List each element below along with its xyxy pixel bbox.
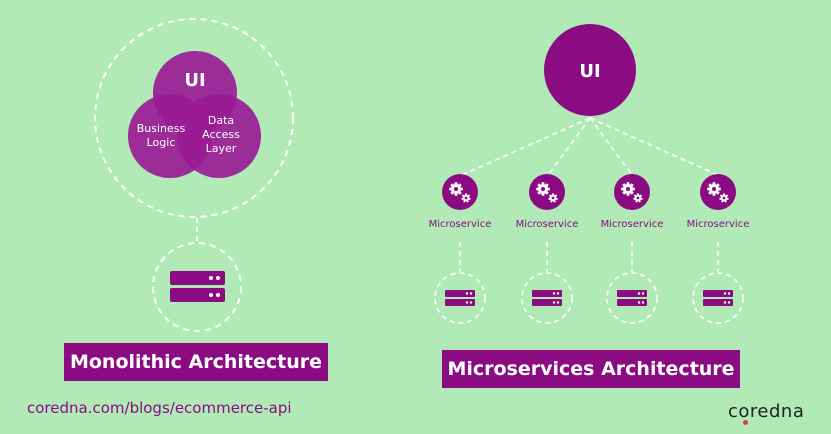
server-icon	[703, 290, 733, 306]
monolith-business-label-line2: Logic	[147, 136, 176, 149]
micro-connector-lines	[461, 117, 719, 176]
footer-url: coredna.com/blogs/ecommerce-api	[27, 399, 292, 417]
microservice-database-circle	[521, 272, 573, 324]
server-icon	[532, 290, 562, 306]
server-icon	[445, 290, 475, 306]
monolith-data-label-line1: Data	[208, 114, 234, 127]
microservice-label: Microservice	[429, 219, 492, 230]
microservice-label: Microservice	[687, 219, 750, 230]
microservice-node: Microservice	[516, 174, 579, 324]
micro-ui-label: UI	[579, 61, 600, 82]
monolith-data-label-line3: Layer	[206, 142, 237, 155]
microservices-architecture-title: Microservices Architecture	[442, 350, 740, 388]
microservice-node: Microservice	[687, 174, 750, 324]
gears-icon	[707, 182, 729, 203]
monolith-data-label-line2: Access	[202, 128, 240, 141]
logo-part2-with-dot: o	[738, 401, 750, 425]
micro-ui-circle	[544, 24, 636, 116]
gears-icon	[449, 182, 471, 203]
microservice-label: Microservice	[516, 219, 579, 230]
microservice-node: Microservice	[429, 174, 492, 324]
monolithic-architecture-title: Monolithic Architecture	[64, 343, 328, 381]
microservice-database-circle	[606, 272, 658, 324]
gears-icon	[621, 182, 643, 203]
monolith-boundary-circle	[94, 18, 294, 218]
monolith-business-label-line1: Business	[137, 122, 186, 135]
monolith-server-icon	[170, 271, 225, 302]
microservice-database-circle	[434, 272, 486, 324]
logo-red-dot	[743, 420, 749, 425]
monolith-data-circle	[177, 94, 261, 178]
microservice-node: Microservice	[601, 174, 664, 324]
logo-part3: redna	[749, 401, 805, 422]
monolith-ui-label: UI	[184, 70, 205, 91]
microservice-label: Microservice	[601, 219, 664, 230]
microservice-database-circle	[692, 272, 744, 324]
logo-part1: c	[728, 401, 739, 422]
server-icon	[617, 290, 647, 306]
monolith-database-circle	[152, 242, 242, 332]
logo-part2: o	[738, 401, 750, 422]
gears-icon	[536, 182, 558, 203]
